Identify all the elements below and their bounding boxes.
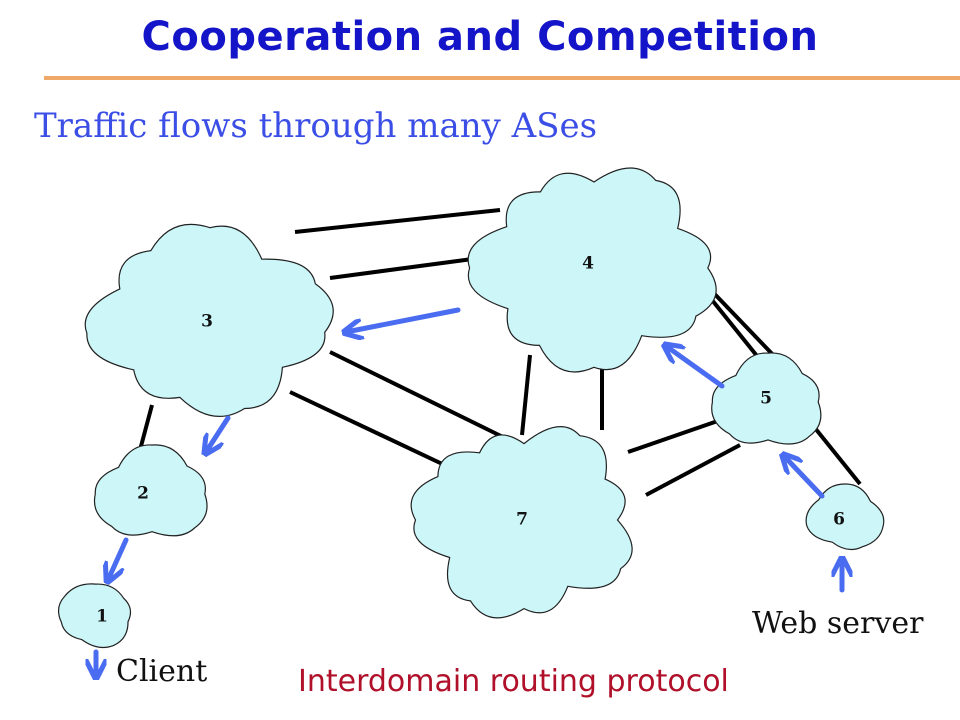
title-underline	[44, 76, 960, 80]
cloud-shape	[805, 483, 885, 551]
link-as4-as7	[520, 354, 532, 436]
link-as4-as5	[704, 283, 780, 362]
client-label: Client	[116, 654, 208, 689]
web-server-label: Web server	[752, 606, 924, 641]
link-as3-as7	[289, 390, 456, 472]
link-as3-as4	[294, 208, 501, 234]
as-cloud-5: 5	[711, 352, 822, 445]
cloud-shape	[467, 167, 717, 373]
cloud-shape	[84, 223, 334, 417]
as-cloud-3: 3	[84, 223, 334, 417]
arrow-6-to-5	[784, 456, 825, 499]
slide-title: Cooperation and Competition	[141, 14, 819, 60]
as-cloud-4: 4	[467, 167, 717, 373]
cloud-shape	[93, 444, 208, 537]
arrow-3-to-2	[206, 415, 231, 452]
as-label-3: 3	[201, 312, 213, 332]
as-label-4: 4	[582, 254, 594, 274]
link-as3-as4	[329, 256, 481, 280]
cloud-shape	[57, 583, 132, 649]
arrow-2-to-1	[108, 537, 129, 580]
route-arrows	[96, 307, 842, 676]
as-label-1: 1	[96, 607, 108, 627]
link-as5-as7	[645, 443, 741, 497]
cloud-shape	[410, 426, 633, 619]
arrow-4-to-3	[346, 307, 461, 332]
link-as3-as7	[329, 350, 506, 440]
as-clouds: 3 4 5 2 7 6 1	[57, 167, 885, 649]
as-cloud-2: 2	[93, 444, 208, 537]
cloud-shape	[711, 352, 822, 445]
as-label-6: 6	[833, 510, 845, 530]
arrow-5-to-4	[666, 346, 725, 389]
as-cloud-1: 1	[57, 583, 132, 649]
as-label-5: 5	[760, 389, 772, 409]
footer-caption: Interdomain routing protocol	[298, 664, 729, 699]
as-label-2: 2	[137, 484, 149, 504]
as-label-7: 7	[516, 510, 528, 530]
as-cloud-7: 7	[410, 426, 633, 619]
as-cloud-6: 6	[805, 483, 885, 551]
link-as3-as2	[138, 404, 154, 451]
slide-subtitle: Traffic flows through many ASes	[34, 106, 598, 146]
